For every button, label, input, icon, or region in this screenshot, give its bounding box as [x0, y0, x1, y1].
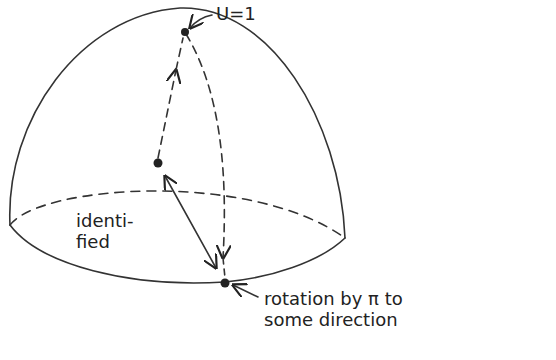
- dashed-arrow: [158, 70, 176, 158]
- point: [181, 28, 189, 36]
- dashed-line: [176, 38, 183, 70]
- point: [221, 279, 230, 288]
- leader-arrow: [233, 285, 258, 297]
- leader-arrow: [190, 15, 212, 28]
- front-equator: [10, 225, 345, 283]
- annotation-label: identi- fied: [76, 210, 148, 252]
- point: [154, 159, 163, 168]
- double-arrow: [165, 176, 216, 268]
- dome-outline: [10, 8, 345, 238]
- dashed-line: [223, 258, 225, 278]
- annotation-label: rotation by π to some direction: [264, 288, 404, 330]
- annotation-label: U=1: [216, 3, 296, 24]
